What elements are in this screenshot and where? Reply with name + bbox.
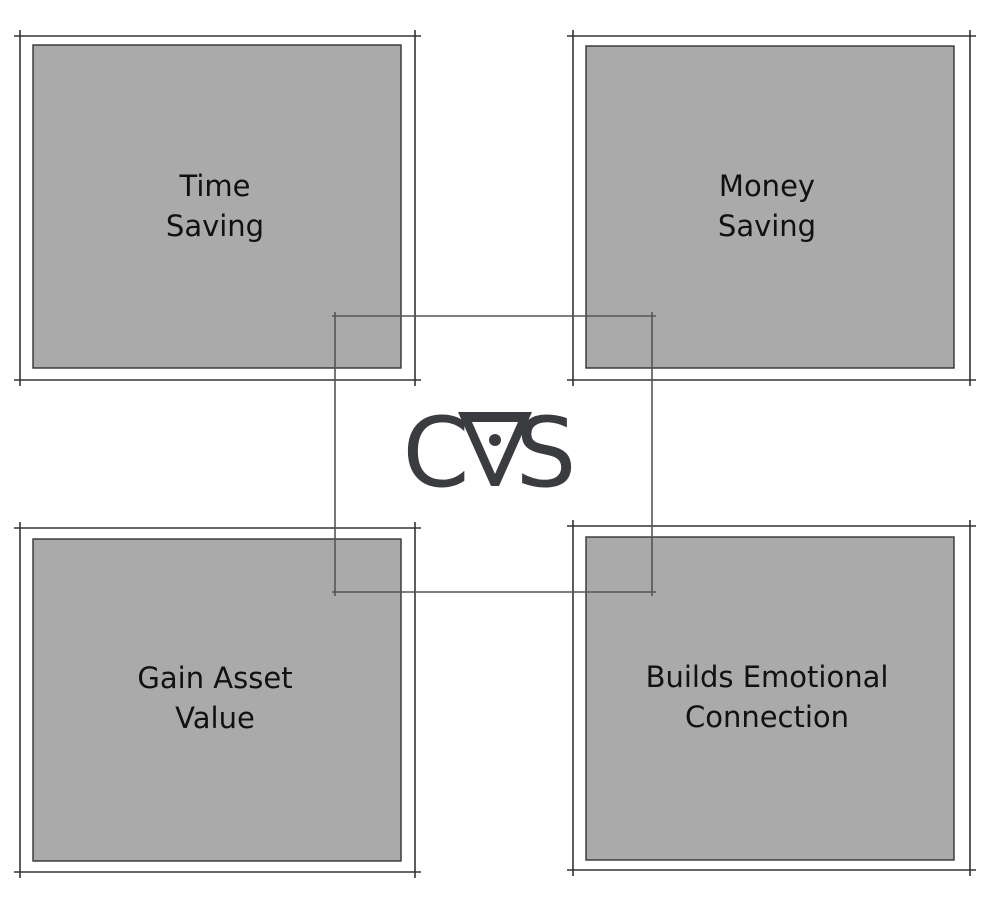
frame-money-saving (567, 30, 976, 386)
frame-time-saving (14, 30, 421, 386)
label-money-saving-line-2: Saving (718, 209, 816, 243)
label-money-saving-line-1: Money (719, 169, 815, 203)
logo-letter-s: S (516, 397, 581, 509)
label-time-saving-line-2: Saving (166, 209, 264, 243)
frame-gain-asset-value (14, 522, 421, 878)
box-builds-emotional-connection (585, 536, 955, 861)
label-builds-emotional-connection-line-1: Builds Emotional (646, 660, 889, 694)
logo-a-dot-icon (489, 434, 501, 446)
cas-logo: C S (402, 397, 581, 509)
logo-letter-a (458, 412, 532, 486)
box-frames (14, 30, 976, 878)
benefit-boxes (32, 44, 955, 862)
label-builds-emotional-connection-line-2: Connection (685, 700, 849, 734)
box-time-saving (32, 44, 402, 369)
logo-a-shape (458, 412, 532, 486)
label-gain-asset-value-line-1: Gain Asset (137, 661, 292, 695)
label-time-saving-line-1: Time (179, 169, 251, 203)
label-gain-asset-value-line-2: Value (175, 701, 255, 735)
central-connector (332, 312, 656, 596)
logo-letter-c: C (402, 397, 473, 509)
box-gain-asset-value (32, 538, 402, 862)
frame-builds-emotional-connection (567, 520, 976, 876)
box-money-saving (585, 45, 955, 369)
